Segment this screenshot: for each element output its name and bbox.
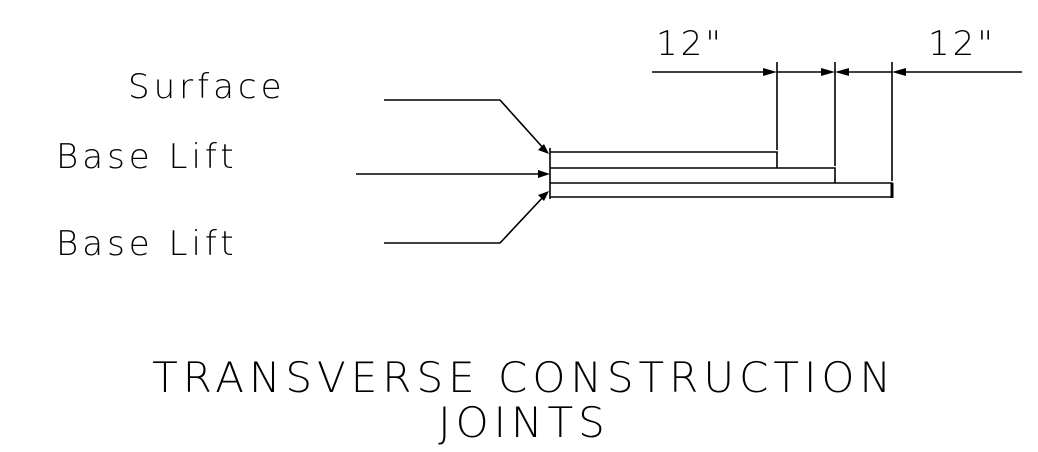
dimension-right-text: 12" [928,24,996,64]
title-line-2: JOINTS [438,398,610,447]
dimension-left-text: 12" [656,24,724,64]
leader-base-lift-lower [384,191,549,244]
base-lift-lower-label: Base Lift [56,224,238,264]
base-lift-lower-layer [550,182,894,198]
surface-label: Surface [128,67,286,107]
leader-surface [384,99,549,154]
surface-layer [550,151,778,168]
leader-base-lift-upper [356,170,550,178]
base-lift-upper-layer [550,167,836,183]
base-lift-upper-label: Base Lift [56,137,238,177]
dimension-left [652,68,835,76]
dimension-right [835,68,1022,76]
extension-lines [776,62,893,181]
title-line-1: TRANSVERSE CONSTRUCTION [152,353,896,402]
